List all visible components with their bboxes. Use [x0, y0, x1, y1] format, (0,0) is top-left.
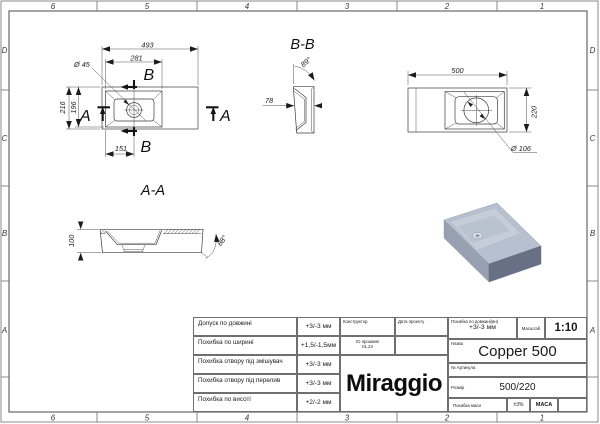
- sink-outline: [407, 87, 508, 133]
- section-cut-b: B B: [120, 67, 155, 156]
- grid-col-label: 3: [345, 414, 350, 423]
- grid-row-label: C: [2, 134, 8, 143]
- grid-row-label: D: [590, 46, 596, 55]
- designer-date: 01.24: [362, 344, 373, 349]
- section-letter-a: A: [79, 108, 91, 125]
- tolerance-label: Похибка отвору під змішувач: [193, 355, 297, 374]
- section-view-bb: B-B 89° 78: [262, 37, 323, 134]
- tolerance-value: +1,5/-1,5мм: [297, 336, 340, 355]
- grid-col-label: 6: [51, 414, 56, 423]
- plan-view-right: 500 220 Ø 106: [407, 66, 539, 153]
- size-cell: Розмір 500/220: [448, 377, 587, 398]
- mass-error-value: ±3%: [507, 398, 530, 412]
- tolerance-label: Допуск по довжині: [193, 317, 297, 336]
- dim-section-width: 78: [265, 96, 274, 105]
- dim-angle-89: 89°: [299, 55, 313, 69]
- grid-row-label: B: [590, 229, 596, 238]
- tolerance-label: Похибка по висоті: [193, 393, 297, 412]
- dim-basin-width: 281: [129, 54, 142, 63]
- section-view-aa: A-A 100 88°: [67, 183, 229, 261]
- date-value-cell: [395, 336, 448, 355]
- section-aa-title: A-A: [140, 183, 165, 199]
- grid-row-label: C: [590, 134, 596, 143]
- section-letter-b: B: [144, 67, 155, 84]
- mass-label: МАСА: [530, 398, 558, 412]
- hatching: [100, 229, 201, 234]
- dim-height: 100: [67, 235, 76, 247]
- name-label: Назва: [451, 341, 464, 346]
- scale-label: Масштаб: [517, 317, 545, 339]
- grid-col-label: 2: [444, 414, 450, 423]
- section-letter-a: A: [219, 108, 231, 125]
- scale-text: 1:10: [554, 322, 578, 334]
- length-error-label: Похибка по довжині(вн): [451, 319, 499, 324]
- dim-width: 500: [451, 66, 463, 75]
- grid-row-label: A: [1, 326, 7, 335]
- mass-error-label: Похибка маси: [448, 398, 507, 412]
- date-label: Дата проекту: [395, 317, 448, 336]
- tolerance-label: Похибка отвору під перелив: [193, 374, 297, 393]
- grid-col-label: 4: [245, 2, 250, 11]
- tolerance-value: +3/-3 мм: [297, 317, 340, 336]
- section-letter-b: B: [141, 139, 152, 156]
- dim-hole-dia: Ø 106: [510, 144, 532, 153]
- brand-logo-cell: Miraggio: [340, 355, 448, 412]
- grid-col-label: 5: [145, 2, 150, 11]
- sink-outline: [101, 86, 199, 130]
- tolerance-value: +3/-3 мм: [297, 374, 340, 393]
- scale-value: 1:10: [545, 317, 587, 339]
- name-cell: Назва Copper 500: [448, 339, 587, 363]
- sink-3d-render: [443, 202, 542, 283]
- grid-col-label: 6: [51, 2, 56, 11]
- brand-logo: Miraggio: [346, 369, 443, 397]
- section-bb-title: B-B: [290, 37, 315, 53]
- dim-drain-dia: Ø 45: [73, 60, 91, 69]
- dim-angle-88: 88°: [215, 233, 229, 247]
- plan-view-left: 493 281 Ø 45 216 196 151 B B: [58, 41, 231, 157]
- grid-row-label: D: [2, 46, 8, 55]
- tolerance-value: +3/-3 мм: [297, 355, 340, 374]
- grid-col-label: 1: [540, 2, 544, 11]
- size-label: Розмір: [451, 385, 465, 390]
- grid-col-label: 3: [345, 2, 350, 11]
- dim-drain-x: 151: [115, 144, 127, 153]
- grid-col-label: 2: [444, 2, 450, 11]
- tolerance-label: Похибка по ширині: [193, 336, 297, 355]
- designer-name: Ю прошкив: [356, 339, 379, 344]
- size-value: 500/220: [499, 382, 536, 393]
- grid-col-label: 5: [145, 414, 150, 423]
- dim-basin-depth: 196: [69, 100, 78, 113]
- length-error-cell: Похибка по довжині(вн) +3/-3 мм: [448, 317, 517, 339]
- dim-width: 493: [141, 41, 153, 50]
- grid-col-label: 1: [540, 414, 544, 423]
- article-label: № Артикула: [451, 365, 476, 370]
- article-cell: № Артикула: [448, 363, 587, 377]
- designer-label: Конструктор: [340, 317, 395, 336]
- length-error-value: +3/-3 мм: [469, 324, 496, 331]
- grid-row-label: A: [589, 326, 595, 335]
- tolerance-value: +2/-2 мм: [297, 393, 340, 412]
- mass-empty-cell: [558, 398, 587, 412]
- dim-depth: 216: [58, 100, 67, 114]
- product-name: Copper 500: [478, 342, 557, 360]
- designer-value: Ю прошкив 01.24: [340, 336, 395, 355]
- dim-depth: 220: [530, 106, 539, 119]
- grid-col-label: 4: [245, 414, 250, 423]
- grid-row-label: B: [2, 229, 8, 238]
- section-cut-a: A A: [79, 106, 231, 125]
